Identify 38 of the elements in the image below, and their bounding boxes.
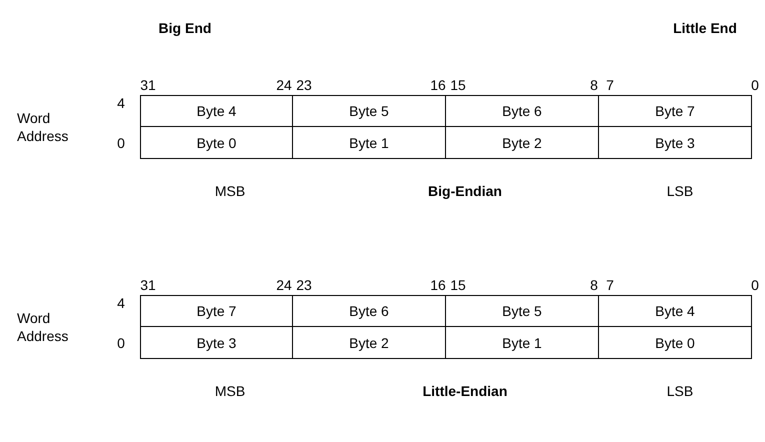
caption: Big-Endian xyxy=(428,183,502,199)
bit-number: 0 xyxy=(751,277,759,293)
byte-cell: Byte 3 xyxy=(140,326,293,359)
byte-order-label: LSB xyxy=(666,183,694,199)
row-label: Word Address xyxy=(17,309,70,345)
address-number: 0 xyxy=(117,135,125,151)
byte-cell: Byte 7 xyxy=(598,95,752,127)
bit-number: 8 xyxy=(590,277,598,293)
byte-cell: Byte 4 xyxy=(140,95,293,127)
address-number: 4 xyxy=(117,95,125,111)
address-number: 4 xyxy=(117,295,125,311)
caption: Little-Endian xyxy=(422,383,508,399)
bit-number: 7 xyxy=(606,77,614,93)
bit-number: 15 xyxy=(450,77,466,93)
bit-number: 8 xyxy=(590,77,598,93)
bit-number: 24 xyxy=(276,77,292,93)
bit-number: 15 xyxy=(450,277,466,293)
heading: Little End xyxy=(673,20,737,36)
byte-cell: Byte 0 xyxy=(140,126,293,159)
row-label: Word Address xyxy=(17,109,70,145)
bit-number: 7 xyxy=(606,277,614,293)
bit-number: 31 xyxy=(140,277,156,293)
byte-order-label: MSB xyxy=(214,383,246,399)
address-number: 0 xyxy=(117,335,125,351)
bit-number: 16 xyxy=(430,277,446,293)
byte-cell: Byte 4 xyxy=(598,295,752,327)
heading: Big End xyxy=(158,20,212,36)
byte-cell: Byte 3 xyxy=(598,126,752,159)
bit-number: 0 xyxy=(751,77,759,93)
bit-number: 24 xyxy=(276,277,292,293)
byte-order-label: MSB xyxy=(214,183,246,199)
bit-number: 31 xyxy=(140,77,156,93)
byte-cell: Byte 0 xyxy=(598,326,752,359)
bit-number: 23 xyxy=(296,77,312,93)
bit-number: 16 xyxy=(430,77,446,93)
byte-order-label: LSB xyxy=(666,383,694,399)
bit-number: 23 xyxy=(296,277,312,293)
byte-cell: Byte 7 xyxy=(140,295,293,327)
